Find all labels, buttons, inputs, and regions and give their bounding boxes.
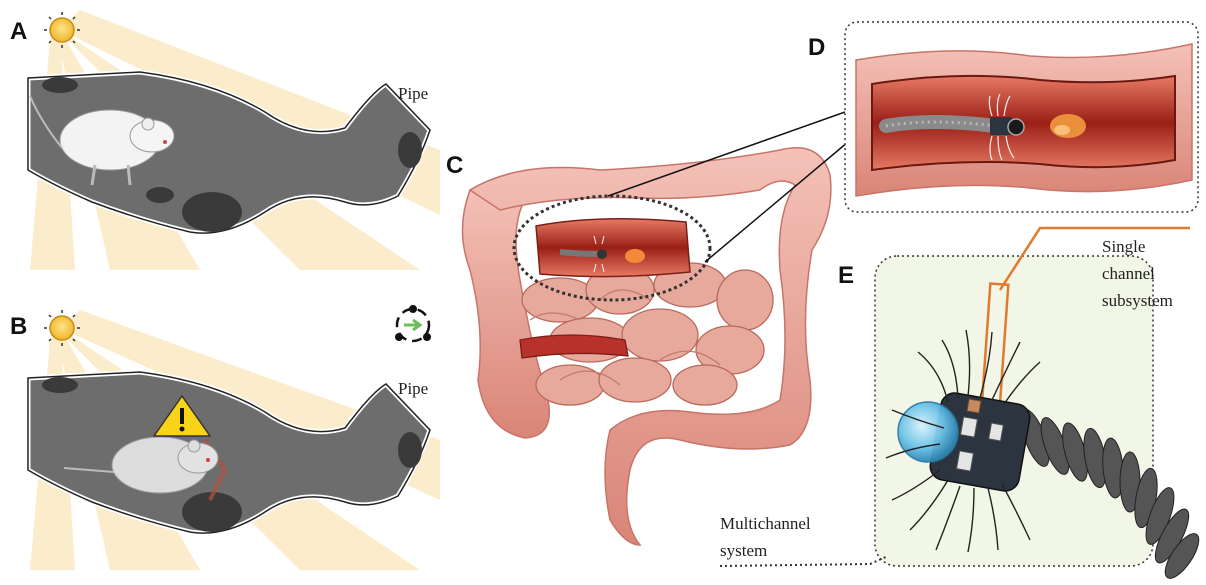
switch-mode-icon (395, 305, 431, 341)
panel-label-d: D (808, 34, 825, 62)
single-channel-label-line1: Single (1102, 236, 1145, 258)
cut-section-highlight (536, 219, 690, 277)
multichannel-label-line2: system (720, 540, 767, 562)
panel-label-a: A (10, 18, 27, 46)
small-intestine (522, 263, 773, 405)
single-channel-label-line2: channel (1102, 263, 1155, 285)
robot-cap (898, 402, 958, 462)
panel-d (845, 22, 1198, 212)
panel-label-c: C (446, 152, 463, 180)
sun-icon (44, 12, 80, 48)
pipe-label-a: Pipe (398, 83, 428, 105)
single-channel-label-line3: subsystem (1102, 290, 1173, 312)
panel-label-b: B (10, 313, 27, 341)
pipe-b (28, 372, 430, 533)
sun-icon (44, 310, 80, 346)
panel-a (28, 10, 440, 270)
multichannel-label-line1: Multichannel (720, 513, 811, 535)
panel-c (463, 112, 849, 545)
panel-b (28, 305, 440, 570)
panel-label-e: E (838, 262, 854, 290)
pipe-label-b: Pipe (398, 378, 428, 400)
